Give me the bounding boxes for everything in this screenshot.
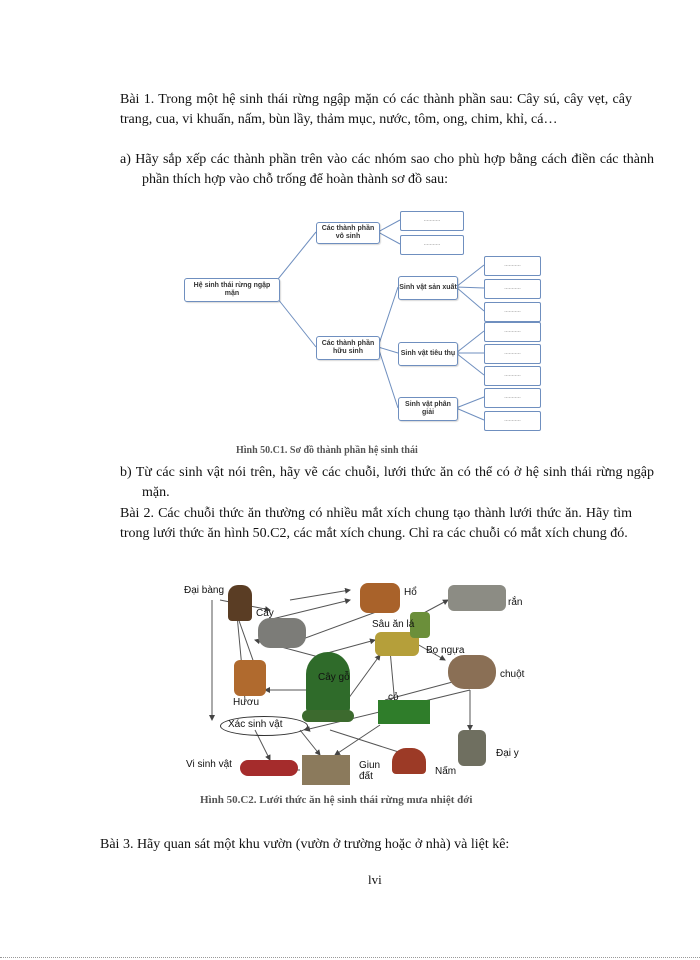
label-rat: chuột [500, 669, 525, 680]
bai1-part-b: b) Từ các sinh vật nói trên, hãy vẽ các … [120, 465, 654, 500]
snake-image [448, 585, 506, 611]
civet-image [258, 618, 306, 648]
blank-producer-1[interactable]: ........... [484, 256, 541, 276]
label-eagle: Đại bàng [184, 585, 225, 596]
diagram-abiotic: Các thành phần vô sinh [316, 222, 380, 244]
blank-consumer-3[interactable]: ........... [484, 366, 541, 386]
label-grass: cỏ [388, 692, 399, 703]
blank-consumer-2[interactable]: ........... [484, 344, 541, 364]
diagram-consumer: Sinh vật tiêu thụ [398, 342, 458, 366]
label-tree: Cây gỗ [318, 672, 350, 683]
carcass-image [240, 760, 298, 776]
figure2-caption: Hình 50.C2. Lưới thức ăn hệ sinh thái rừ… [200, 794, 473, 806]
tree-image [306, 652, 350, 714]
deer-image [234, 660, 266, 696]
label-microbes: Vi sinh vật [186, 759, 232, 770]
bai2-text: Bài 2. Các chuỗi thức ăn thường có nhiều… [120, 506, 632, 541]
label-snake: rắn [508, 597, 523, 608]
shrub-image [302, 710, 354, 722]
blank-consumer-1[interactable]: ........... [484, 322, 541, 342]
label-civet: Cầy [256, 608, 274, 619]
blank-producer-3[interactable]: ........... [484, 302, 541, 322]
figure1-caption: Hình 50.C1. Sơ đồ thành phần hệ sinh thá… [236, 445, 418, 456]
label-deer: Hươu [233, 697, 260, 708]
mantis-image [410, 612, 430, 638]
bai1-intro: Bài 1. Trong một hệ sinh thái rừng ngập … [120, 92, 632, 127]
grass-image [378, 700, 430, 724]
blank-abiotic-1[interactable]: ........... [400, 211, 464, 231]
bai3-text: Bài 3. Hãy quan sát một khu vườn (vườn ở… [100, 837, 510, 852]
blank-producer-2[interactable]: ........... [484, 279, 541, 299]
mushroom-image [392, 748, 426, 774]
label-tiger: Hổ [404, 587, 417, 598]
label-earthworm: Giun đất [359, 760, 381, 782]
tiger-image [360, 583, 400, 613]
blank-decomposer-2[interactable]: ........... [484, 411, 541, 431]
lichen-image [458, 730, 486, 766]
diagram-producer: Sinh vật sản xuất [398, 276, 458, 300]
blank-decomposer-1[interactable]: ........... [484, 388, 541, 408]
diagram-biotic: Các thành phần hữu sinh [316, 336, 380, 360]
label-mantis: Bọ ngựa [426, 645, 465, 656]
label-lichen: Đại y [496, 748, 519, 759]
carcass-oval [220, 716, 308, 736]
diagram-root: Hệ sinh thái rừng ngập mặn [184, 278, 280, 302]
label-caterpillar: Sâu ăn lá [372, 619, 415, 630]
page-bottom-border [0, 957, 700, 958]
eagle-image [228, 585, 252, 621]
rat-image [448, 655, 496, 689]
diagram-decomposer: Sinh vật phân giải [398, 397, 458, 421]
bai1-part-a: a) Hãy sắp xếp các thành phần trên vào c… [120, 152, 654, 187]
label-carcass: Xác sinh vật [228, 719, 283, 730]
blank-abiotic-2[interactable]: ........... [400, 235, 464, 255]
page-number: lvi [368, 872, 382, 887]
earthworm-image [302, 755, 350, 785]
label-mushroom: Nấm [435, 766, 457, 777]
